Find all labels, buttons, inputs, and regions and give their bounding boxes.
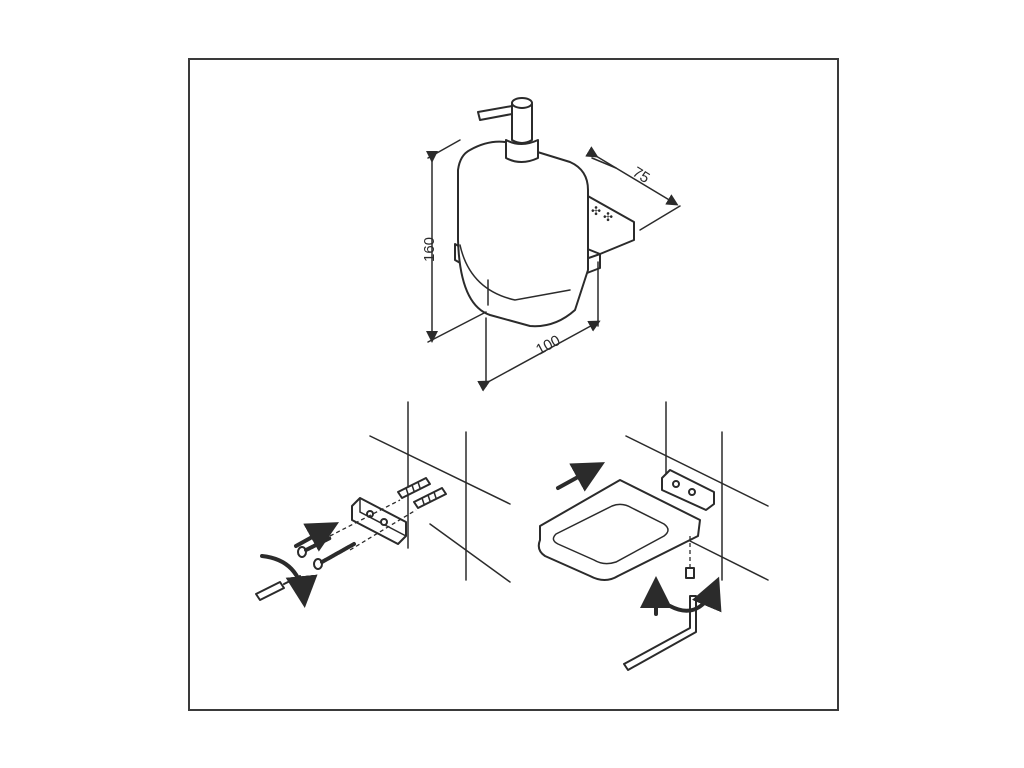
pump-collar	[505, 139, 539, 163]
allen-key-icon	[623, 595, 697, 671]
rotate-arrow-icon-2	[668, 576, 722, 613]
mounting-step-right	[537, 401, 769, 671]
depth-label: 75	[629, 164, 652, 187]
pump-nozzle	[477, 105, 513, 121]
push-arrow-icon-2	[556, 462, 606, 492]
wall-plug-top	[397, 477, 431, 499]
mounting-step-left	[255, 401, 511, 608]
grub-screw	[685, 567, 695, 579]
svg-text:✣: ✣	[603, 210, 613, 224]
soap-dispenser-product: ✣ ✣	[454, 97, 635, 328]
rotate-arrow-icon	[260, 554, 318, 608]
svg-text:✣: ✣	[591, 204, 601, 218]
dimension-height: 160	[421, 139, 487, 343]
push-arrow-icon	[294, 522, 339, 552]
wall-plug-bottom	[413, 487, 447, 509]
screw-bottom	[313, 542, 356, 570]
dimension-depth: 75	[585, 146, 681, 231]
wall-bracket-block-2	[661, 469, 715, 511]
diagram-frame	[188, 58, 839, 711]
screwdriver-icon	[255, 575, 301, 601]
holder-tray	[537, 479, 701, 581]
height-label: 160	[421, 237, 438, 262]
